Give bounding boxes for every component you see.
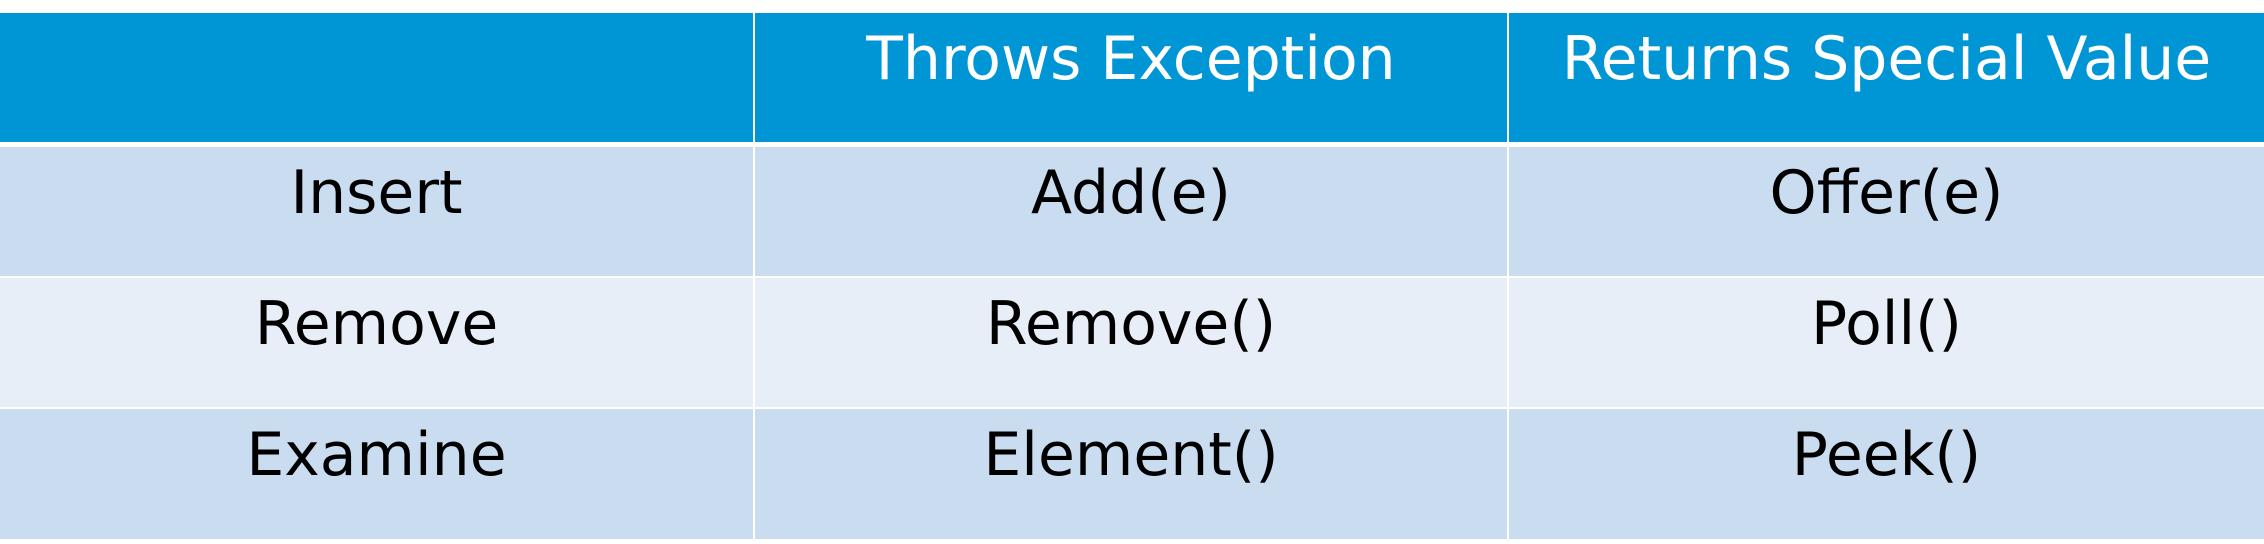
table-row-insert: Insert Add(e) Offer(e) [0, 144, 2264, 278]
queue-methods-table: Throws Exception Returns Special Value I… [0, 13, 2264, 539]
header-cell-returns-special-value: Returns Special Value [1508, 13, 2264, 147]
table-body: Insert Add(e) Offer(e) Remove Remove() P… [0, 144, 2264, 539]
row-label-cell: Remove [0, 277, 755, 409]
special-value-cell: Peek() [1508, 408, 2264, 539]
header-row: Throws Exception Returns Special Value [0, 13, 2264, 147]
throws-exception-cell: Element() [754, 408, 1509, 539]
table-row-remove: Remove Remove() Poll() [0, 277, 2264, 409]
special-value-cell: Offer(e) [1508, 144, 2264, 278]
table-row-examine: Examine Element() Peek() [0, 408, 2264, 539]
queue-methods-table-container: Throws Exception Returns Special Value I… [0, 13, 2264, 539]
row-label-cell: Examine [0, 408, 755, 539]
header-cell-throws-exception: Throws Exception [754, 13, 1509, 147]
row-label-cell: Insert [0, 144, 755, 278]
special-value-cell: Poll() [1508, 277, 2264, 409]
table-header: Throws Exception Returns Special Value [0, 13, 2264, 147]
throws-exception-cell: Add(e) [754, 144, 1509, 278]
throws-exception-cell: Remove() [754, 277, 1509, 409]
header-cell-empty [0, 13, 755, 147]
